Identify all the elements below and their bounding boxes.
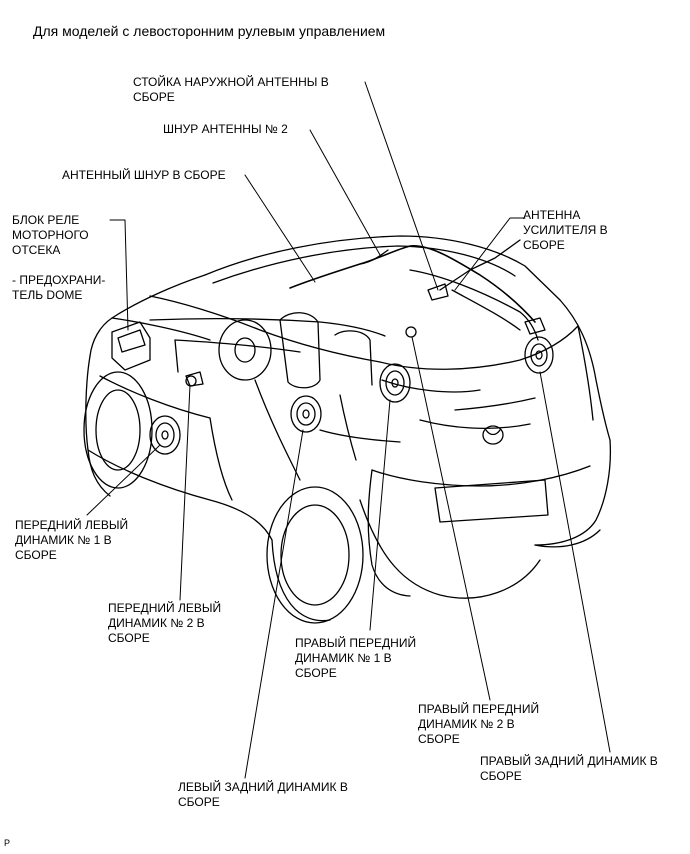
leader-lines bbox=[86, 81, 611, 779]
right-front-speaker-2 bbox=[405, 326, 417, 338]
right-front-speaker-1 bbox=[379, 363, 411, 403]
label-antenna-cord-no2: ШНУР АНТЕННЫ № 2 bbox=[163, 122, 288, 136]
antenna-stay bbox=[427, 239, 521, 301]
left-rear-speaker bbox=[290, 395, 322, 433]
antenna-cord bbox=[289, 245, 536, 323]
label-engine-relay-block: БЛОК РЕЛЕ МОТОРНОГО ОТСЕКА bbox=[12, 213, 89, 257]
label-right-front-speaker-1: ПРАВЫЙ ПЕРЕДНИЙ ДИНАМИК № 1 В СБОРЕ bbox=[295, 636, 417, 680]
label-front-left-speaker-1: ПЕРЕДНИЙ ЛЕВЫЙ ДИНАМИК № 1 В СБОРЕ bbox=[15, 518, 129, 562]
car-body-outline bbox=[83, 235, 612, 624]
amplifier-antenna bbox=[524, 317, 546, 335]
label-left-rear-speaker: ЛЕВЫЙ ЗАДНИЙ ДИНАМИК В СБОРЕ bbox=[178, 780, 348, 809]
label-right-rear-speaker: ПРАВЫЙ ЗАДНИЙ ДИНАМИК В СБОРЕ bbox=[480, 754, 658, 783]
label-right-front-speaker-2: ПРАВЫЙ ПЕРЕДНИЙ ДИНАМИК № 2 В СБОРЕ bbox=[418, 702, 540, 746]
label-antenna-cord-assy: АНТЕННЫЙ ШНУР В СБОРЕ bbox=[62, 168, 226, 182]
relay-block bbox=[111, 321, 151, 371]
footer-mark: P bbox=[4, 838, 11, 848]
right-rear-speaker bbox=[524, 336, 554, 374]
front-left-speaker-2 bbox=[185, 375, 197, 387]
label-front-left-speaker-2: ПЕРЕДНИЙ ЛЕВЫЙ ДИНАМИК № 2 В СБОРЕ bbox=[108, 601, 222, 645]
label-amplifier-antenna: АНТЕННА УСИЛИТЕЛЯ В СБОРЕ bbox=[523, 208, 608, 252]
diagram-title: Для моделей с левосторонним рулевым упра… bbox=[33, 23, 386, 39]
label-dome-fuse: - ПРЕДОХРАНИ- ТЕЛЬ DOME bbox=[12, 273, 106, 302]
label-outside-antenna-stay: СТОЙКА НАРУЖНОЙ АНТЕННЫ В СБОРЕ bbox=[133, 75, 329, 104]
front-left-speaker-1 bbox=[149, 415, 181, 455]
